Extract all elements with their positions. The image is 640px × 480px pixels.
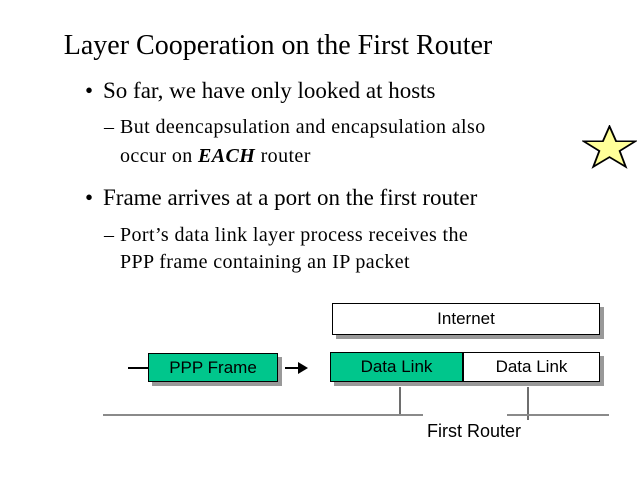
- dash-marker: –: [104, 116, 115, 138]
- bullet-1-text: So far, we have only looked at hosts: [103, 78, 436, 103]
- sub-1-line-2-post: router: [255, 145, 311, 167]
- ppp-frame-label: PPP Frame: [169, 357, 257, 377]
- each-emphasis: EACH: [198, 145, 256, 167]
- connector-line-left: [399, 387, 401, 415]
- arrow-right-icon: [298, 362, 308, 374]
- internet-box: Internet: [332, 303, 600, 335]
- star-icon: [582, 125, 637, 169]
- sub-bullet-2: – Port’s data link layer process receive…: [104, 222, 468, 276]
- ppp-frame-box: PPP Frame: [148, 353, 278, 382]
- internet-label: Internet: [437, 309, 495, 328]
- sub-bullet-2-line-2: PPP frame containing an IP packet: [120, 251, 410, 273]
- sub-1-line-2-pre: occur on: [120, 145, 199, 167]
- slide-title: Layer Cooperation on the First Router: [63, 30, 493, 61]
- data-link-right-label: Data Link: [495, 357, 568, 376]
- incoming-line: [128, 367, 149, 369]
- arrow-shaft: [285, 367, 300, 369]
- bullet-dot: •: [85, 78, 94, 103]
- sub-bullet-1: – But deencapsulation and encapsulation …: [104, 113, 486, 171]
- bullet-item-2: • Frame arrives at a port on the first ro…: [85, 184, 477, 211]
- bullet-dot: •: [85, 185, 94, 210]
- connector-line-right: [527, 387, 529, 420]
- sub-bullet-1-line-1: But deencapsulation and encapsulation al…: [120, 116, 486, 138]
- data-link-left-label: Data Link: [360, 357, 433, 376]
- sub-bullet-2-line-1: Port’s data link layer process receives …: [120, 224, 469, 246]
- dash-marker: –: [104, 224, 115, 246]
- bullet-2-text: Frame arrives at a port on the first rou…: [103, 185, 478, 210]
- data-link-right-box: Data Link: [463, 352, 600, 382]
- bullet-item-1: • So far, we have only looked at hosts: [85, 77, 436, 104]
- data-link-left-box: Data Link: [330, 352, 463, 382]
- link-baseline-left: [103, 414, 423, 416]
- sub-bullet-1-line-2: occur on EACH router: [120, 142, 486, 171]
- first-router-label: First Router: [426, 421, 522, 441]
- link-baseline-right: [507, 414, 609, 416]
